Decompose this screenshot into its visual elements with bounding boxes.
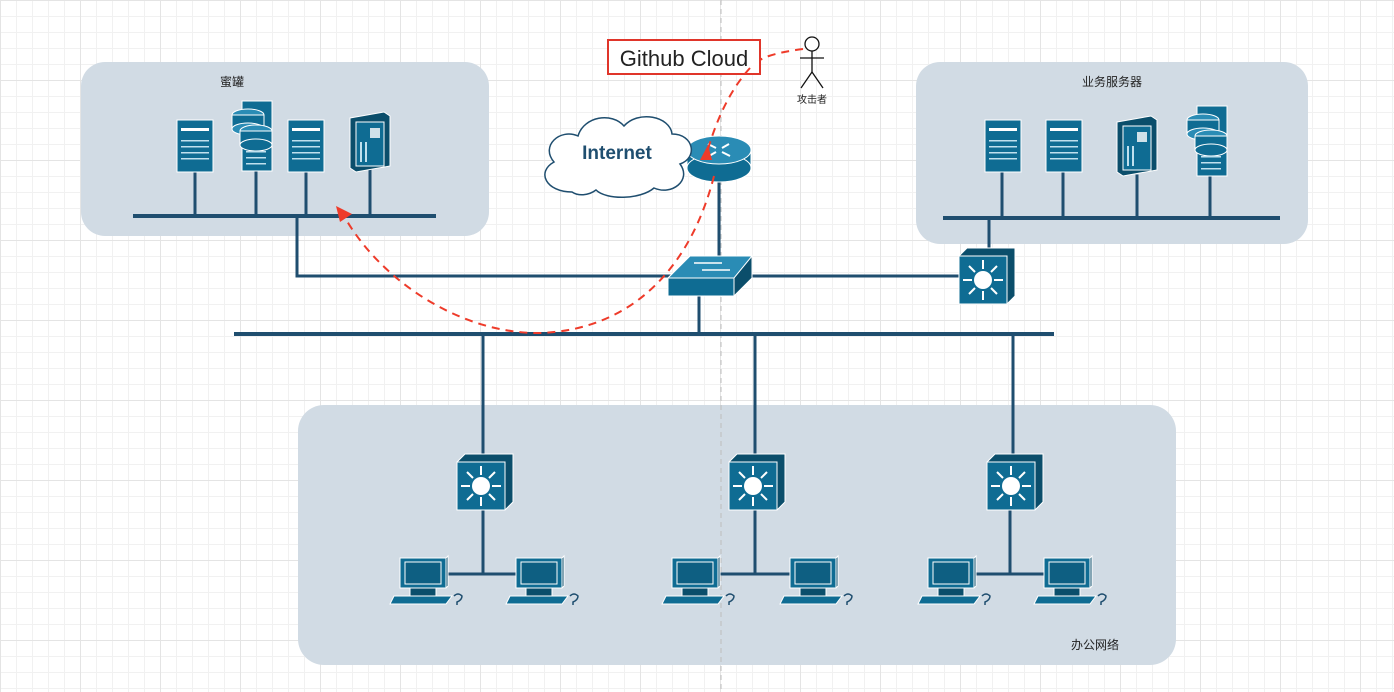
core-switch-icon [666,255,754,297]
attack-path [336,48,804,335]
honeypot-label: 蜜罐 [220,74,244,89]
business-label: 业务服务器 [1082,74,1142,89]
internet-label: Internet [582,143,652,164]
honeypot-server-2-icon [287,119,325,173]
router-icon [686,135,752,183]
business-server-1-icon [984,119,1022,173]
office-switch-1-icon [456,453,514,511]
honeypot-blade-server-icon [349,111,391,173]
honeypot-server-1-icon [176,119,214,173]
office-switch-3-icon [986,453,1044,511]
attacker-label: 攻击者 [797,93,827,106]
business-server-2-icon [1045,119,1083,173]
office-label: 办公网络 [1071,637,1119,652]
office-network-zone [298,405,1176,665]
honeypot-zone [81,62,489,236]
github-cloud-box [607,39,761,75]
business-blade-server-icon [1116,115,1158,177]
cloud-icon [544,116,693,198]
office-switch-2-icon [728,453,786,511]
business-l3-switch-icon [958,247,1016,305]
person-icon [800,36,824,89]
github-cloud-label: Github Cloud [620,46,748,71]
